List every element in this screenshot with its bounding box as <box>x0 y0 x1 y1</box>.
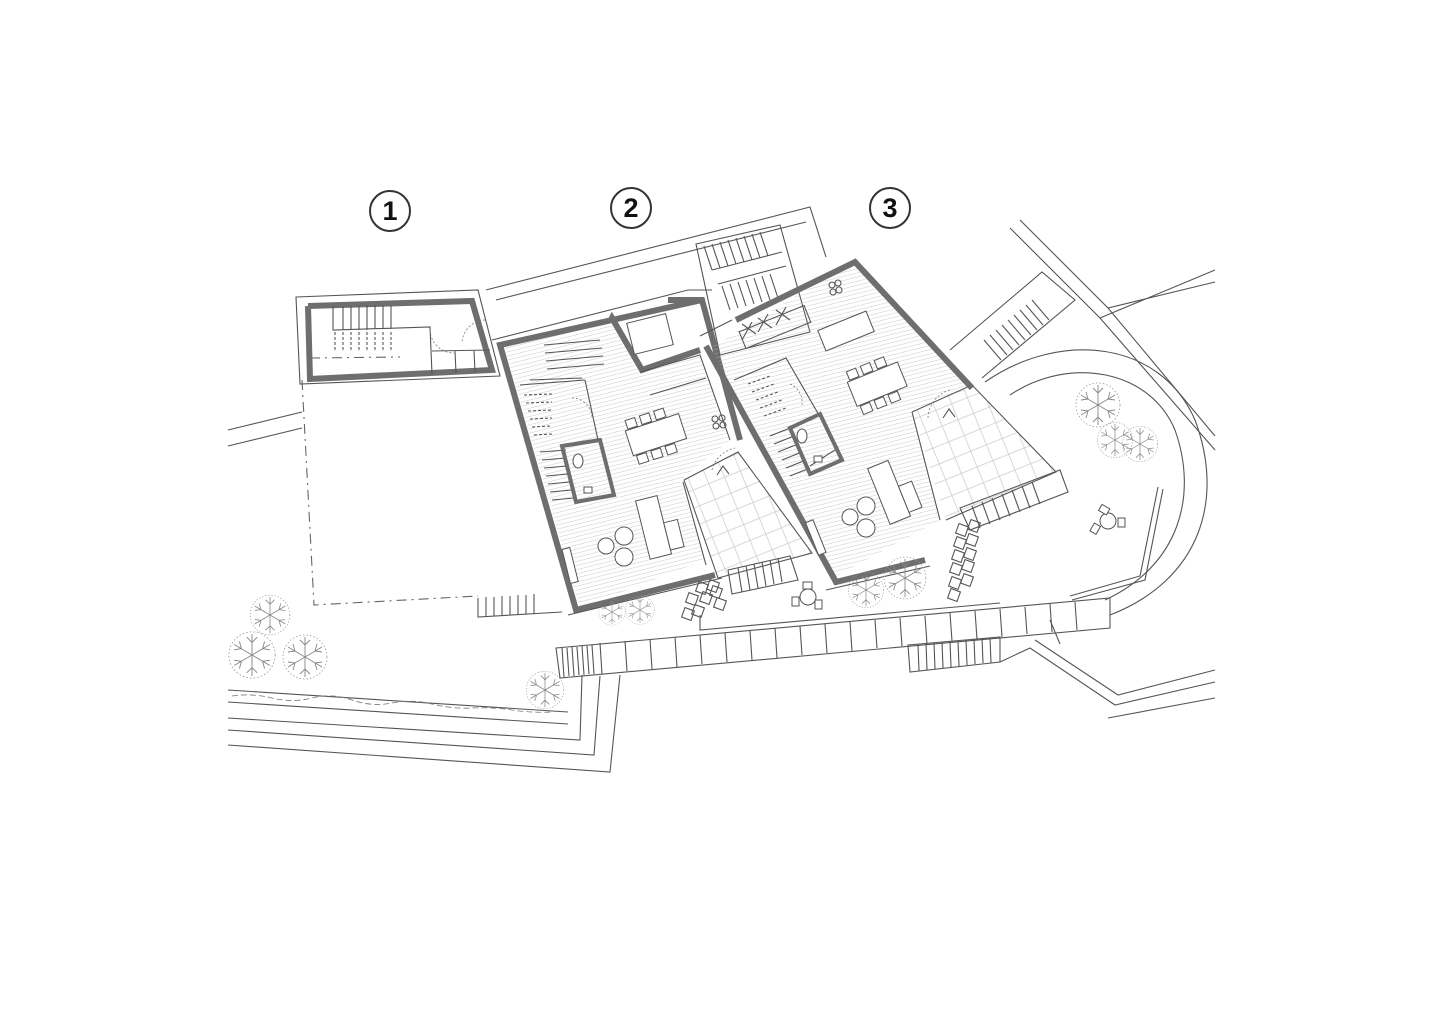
stair-lower-right <box>917 637 992 672</box>
promenade-tiles <box>599 601 1078 675</box>
unit-2-plan <box>491 289 813 616</box>
stair-top-right <box>983 299 1050 361</box>
stair-parking <box>477 594 563 618</box>
unit-3-label: 3 <box>869 187 911 229</box>
unit-1-label: 1 <box>369 190 411 232</box>
unit-3-plan <box>695 224 1069 591</box>
unit-2-label: 2 <box>610 187 652 229</box>
stair-promenade-left <box>561 644 595 678</box>
unit-1-plan <box>295 289 501 385</box>
site-lines <box>227 206 1216 773</box>
outdoor-elements <box>681 503 1126 621</box>
